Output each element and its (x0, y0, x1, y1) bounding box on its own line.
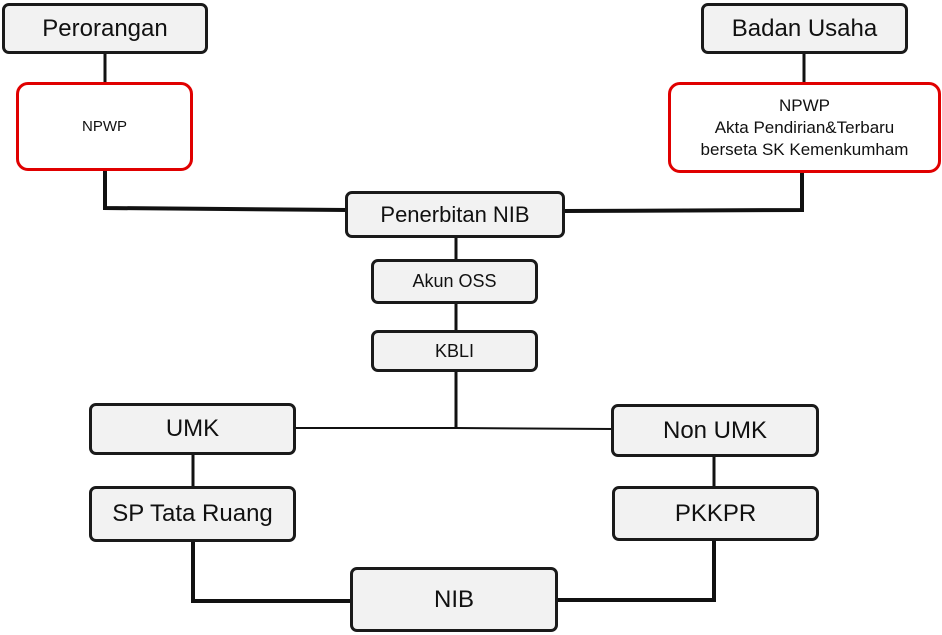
node-pkkpr-label: PKKPR (674, 499, 757, 527)
node-requirement-perorangan-label: NPWP (82, 118, 127, 135)
node-nib: NIB (350, 567, 558, 632)
node-kbli-label: KBLI (434, 340, 475, 361)
node-non-umk: Non UMK (611, 404, 819, 457)
node-penerbitan-nib-label: Penerbitan NIB (380, 201, 530, 227)
node-umk-label: UMK (165, 415, 220, 442)
node-requirement-perorangan: NPWP (16, 82, 193, 171)
node-penerbitan-nib: Penerbitan NIB (345, 191, 565, 238)
connector-npwp-penerbitan (103, 169, 349, 212)
node-sp-tata-ruang-label: SP Tata Ruang (112, 500, 273, 527)
node-requirement-badan-usaha-label: NPWP Akta Pendirian&Terbaru berseta SK K… (700, 95, 909, 159)
node-kbli: KBLI (371, 330, 538, 372)
node-umk: UMK (89, 403, 296, 455)
connector-branch-non-umk (455, 427, 615, 430)
connector-pkkpr-nib (556, 539, 716, 602)
node-nib-label: NIB (433, 585, 474, 613)
node-badan-usaha: Badan Usaha (701, 3, 908, 54)
connector-requirements-penerbitan (562, 171, 804, 213)
node-sp-tata-ruang: SP Tata Ruang (89, 486, 296, 542)
node-requirement-badan-usaha: NPWP Akta Pendirian&Terbaru berseta SK K… (668, 82, 941, 173)
node-akun-oss-label: Akun OSS (412, 271, 497, 291)
node-akun-oss: Akun OSS (371, 259, 538, 304)
node-pkkpr: PKKPR (612, 486, 819, 541)
node-badan-usaha-label: Badan Usaha (731, 14, 878, 42)
node-perorangan-label: Perorangan (42, 14, 168, 42)
node-perorangan: Perorangan (2, 3, 208, 54)
node-non-umk-label: Non UMK (662, 416, 768, 444)
connector-sp-tata-ruang-nib (191, 540, 353, 603)
